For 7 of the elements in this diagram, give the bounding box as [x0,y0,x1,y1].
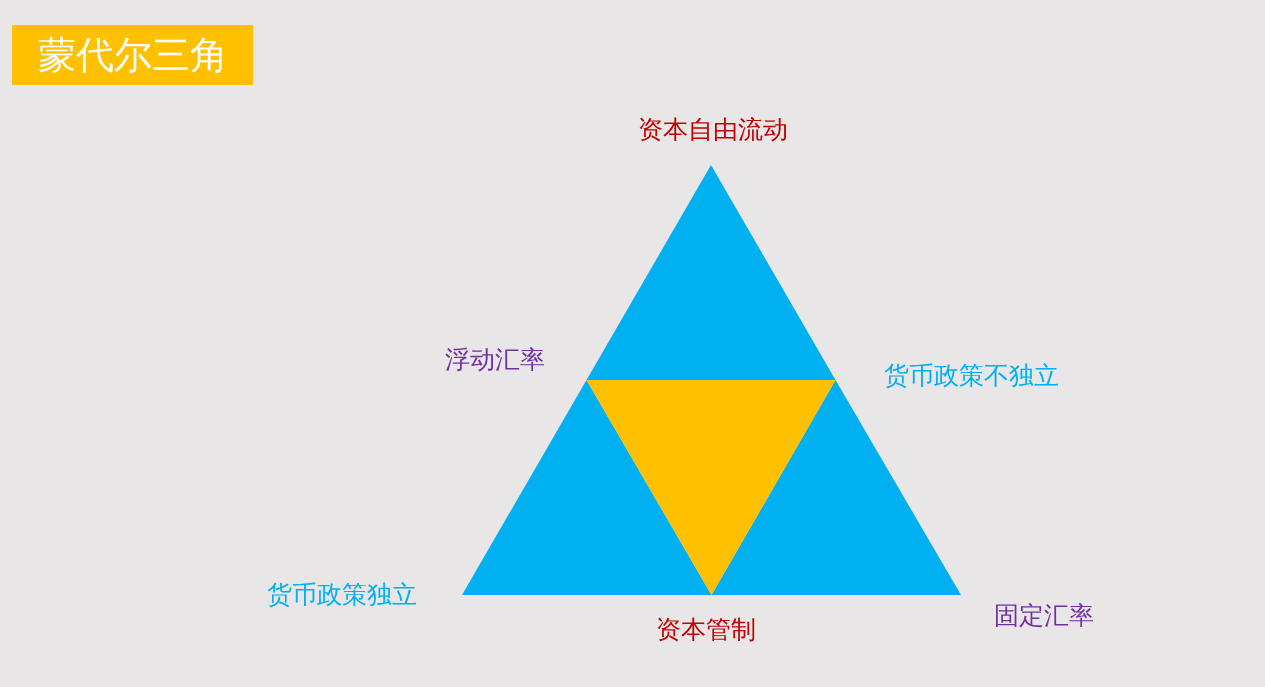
corner-label: 资本管制 [656,615,756,645]
corner-label: 资本自由流动 [638,115,788,145]
corner-label: 固定汇率 [994,601,1094,631]
corner-label: 货币政策独立 [267,580,417,610]
title-banner: 蒙代尔三角 [12,25,253,85]
corner-label: 浮动汇率 [445,345,545,375]
corner-label: 货币政策不独立 [883,361,1059,391]
